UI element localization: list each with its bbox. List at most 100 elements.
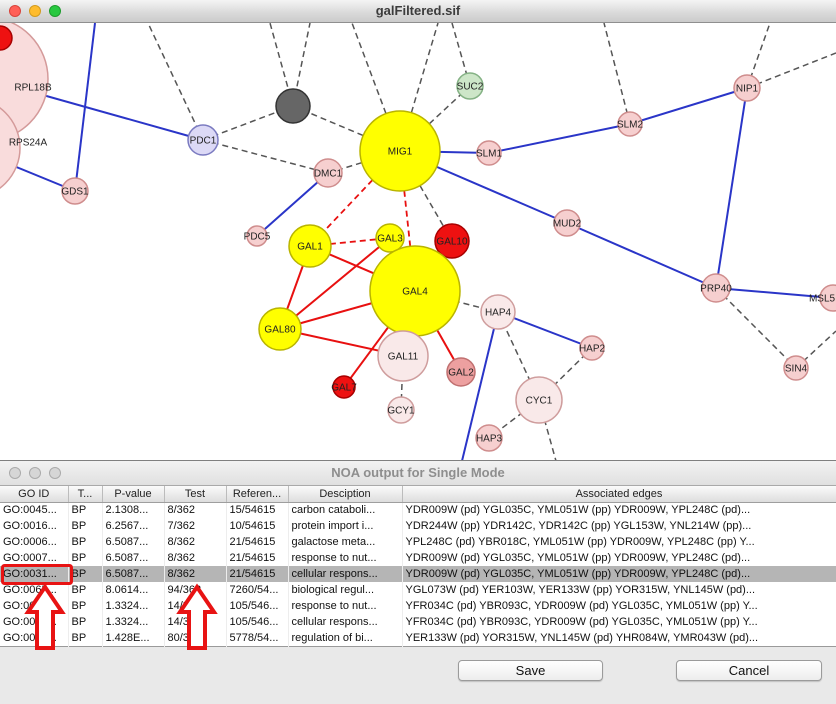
network-edge[interactable] bbox=[74, 23, 96, 192]
minimize-button[interactable] bbox=[29, 5, 41, 17]
network-edge[interactable] bbox=[715, 287, 834, 299]
network-edge[interactable] bbox=[399, 150, 453, 242]
table-cell[interactable]: 8/362 bbox=[164, 566, 227, 582]
network-edge[interactable] bbox=[488, 123, 631, 154]
node-CYC1[interactable] bbox=[515, 376, 563, 424]
node-GAL7[interactable] bbox=[332, 375, 356, 399]
table-cell[interactable]: 8/362 bbox=[164, 502, 227, 518]
network-edge[interactable] bbox=[279, 237, 391, 330]
network-edge[interactable] bbox=[566, 222, 717, 289]
save-button[interactable]: Save bbox=[458, 660, 603, 681]
table-cell[interactable]: GO:0006... bbox=[0, 534, 69, 550]
table-cell[interactable]: 94/362 bbox=[164, 582, 227, 598]
table-cell[interactable]: YFR034C (pd) YBR093C, YDR009W (pd) YGL03… bbox=[402, 598, 836, 614]
node-GAL80[interactable] bbox=[258, 307, 302, 351]
zoom-button[interactable] bbox=[49, 467, 61, 479]
table-cell[interactable]: GO:0009... bbox=[0, 598, 69, 614]
table-cell[interactable]: GO:0050... bbox=[0, 630, 69, 646]
cancel-button[interactable]: Cancel bbox=[676, 660, 822, 681]
table-cell[interactable]: BP bbox=[68, 598, 103, 614]
node-GDS1[interactable] bbox=[61, 177, 89, 205]
table-cell[interactable]: cellular respons... bbox=[288, 566, 403, 582]
network-edge[interactable] bbox=[202, 139, 329, 174]
table-cell[interactable]: biological regul... bbox=[288, 582, 403, 598]
table-cell[interactable]: 6.5087... bbox=[102, 550, 165, 566]
table-cell[interactable]: 7260/54... bbox=[226, 582, 289, 598]
network-edge[interactable] bbox=[715, 287, 797, 369]
table-cell[interactable]: BP bbox=[68, 614, 103, 630]
table-cell[interactable]: 14/362 bbox=[164, 598, 227, 614]
network-canvas[interactable]: RPL18BRPS24AGDS1PDC1DMC1MIG1SUC2SLM1SLM2… bbox=[0, 23, 836, 461]
node-DMC1[interactable] bbox=[313, 158, 343, 188]
table-cell[interactable]: 15/54615 bbox=[226, 502, 289, 518]
close-button[interactable] bbox=[9, 467, 21, 479]
node-MUD2[interactable] bbox=[553, 209, 581, 237]
node-GAL11[interactable] bbox=[377, 330, 429, 382]
table-cell[interactable]: YDR009W (pd) YGL035C, YML051W (pp) YDR00… bbox=[402, 550, 836, 566]
node-MIG1[interactable] bbox=[359, 110, 441, 192]
table-cell[interactable]: YGL073W (pd) YER103W, YER133W (pp) YOR31… bbox=[402, 582, 836, 598]
table-cell[interactable]: 1.428E... bbox=[102, 630, 165, 646]
table-cell[interactable]: 2.1308... bbox=[102, 502, 165, 518]
table-cell[interactable]: 105/546... bbox=[226, 598, 289, 614]
table-cell[interactable]: BP bbox=[68, 630, 103, 646]
node-PRP40[interactable] bbox=[701, 273, 731, 303]
table-cell[interactable]: YDR244W (pp) YDR142C, YDR142C (pp) YGL15… bbox=[402, 518, 836, 534]
column-header-p-value[interactable]: P-value bbox=[102, 486, 165, 503]
network-edge[interactable] bbox=[256, 172, 329, 237]
node-GCY1[interactable] bbox=[387, 396, 415, 424]
table-cell[interactable]: protein import i... bbox=[288, 518, 403, 534]
table-cell[interactable]: 21/54615 bbox=[226, 534, 289, 550]
table-cell[interactable]: 6.5087... bbox=[102, 566, 165, 582]
table-cell[interactable]: response to nut... bbox=[288, 598, 403, 614]
zoom-button[interactable] bbox=[49, 5, 61, 17]
column-header-go-id[interactable]: GO ID bbox=[0, 486, 69, 503]
network-edge[interactable] bbox=[715, 87, 748, 289]
table-cell[interactable]: galactose meta... bbox=[288, 534, 403, 550]
column-header-test[interactable]: Test bbox=[164, 486, 227, 503]
node-GAL3[interactable] bbox=[375, 223, 405, 253]
node-SUC2[interactable] bbox=[456, 72, 484, 100]
table-cell[interactable]: BP bbox=[68, 550, 103, 566]
node-RPS24A[interactable] bbox=[0, 98, 21, 198]
table-cell[interactable]: BP bbox=[68, 502, 103, 518]
table-cell[interactable]: YFR034C (pd) YBR093C, YDR009W (pd) YGL03… bbox=[402, 614, 836, 630]
table-cell[interactable]: response to nut... bbox=[288, 550, 403, 566]
table-cell[interactable]: BP bbox=[68, 566, 103, 582]
table-cell[interactable]: 7/362 bbox=[164, 518, 227, 534]
node-SLM2[interactable] bbox=[617, 111, 643, 137]
table-cell[interactable]: 1.3324... bbox=[102, 598, 165, 614]
table-cell[interactable]: 8/362 bbox=[164, 534, 227, 550]
table-cell[interactable]: BP bbox=[68, 534, 103, 550]
table-cell[interactable]: GO:0016... bbox=[0, 518, 69, 534]
minimize-button[interactable] bbox=[29, 467, 41, 479]
table-cell[interactable]: YER133W (pd) YOR315W, YNL145W (pd) YHR08… bbox=[402, 630, 836, 646]
table-cell[interactable]: cellular respons... bbox=[288, 614, 403, 630]
node-SIN4[interactable] bbox=[783, 355, 809, 381]
table-cell[interactable]: carbon cataboli... bbox=[288, 502, 403, 518]
table-cell[interactable]: 80/362 bbox=[164, 630, 227, 646]
table-cell[interactable]: 105/546... bbox=[226, 614, 289, 630]
table-cell[interactable]: 14/362 bbox=[164, 614, 227, 630]
network-window-titlebar[interactable]: galFiltered.sif bbox=[0, 0, 836, 23]
column-header-associated-edges[interactable]: Associated edges bbox=[402, 486, 836, 503]
node-NIP1[interactable] bbox=[733, 74, 761, 102]
column-header-t-[interactable]: T... bbox=[68, 486, 103, 503]
table-cell[interactable]: 8/362 bbox=[164, 550, 227, 566]
table-cell[interactable]: 6.2567... bbox=[102, 518, 165, 534]
table-cell[interactable]: GO:0045... bbox=[0, 502, 69, 518]
table-cell[interactable]: GO:0031... bbox=[0, 566, 69, 582]
network-edge[interactable] bbox=[0, 148, 76, 192]
node-PDC1[interactable] bbox=[187, 124, 219, 156]
network-edge[interactable] bbox=[202, 105, 294, 141]
node-RPL18B[interactable] bbox=[0, 23, 49, 141]
table-cell[interactable]: 1.3324... bbox=[102, 614, 165, 630]
node-GAL10[interactable] bbox=[434, 223, 470, 259]
table-cell[interactable]: GO:0007... bbox=[0, 550, 69, 566]
column-header-referen-[interactable]: Referen... bbox=[226, 486, 289, 503]
